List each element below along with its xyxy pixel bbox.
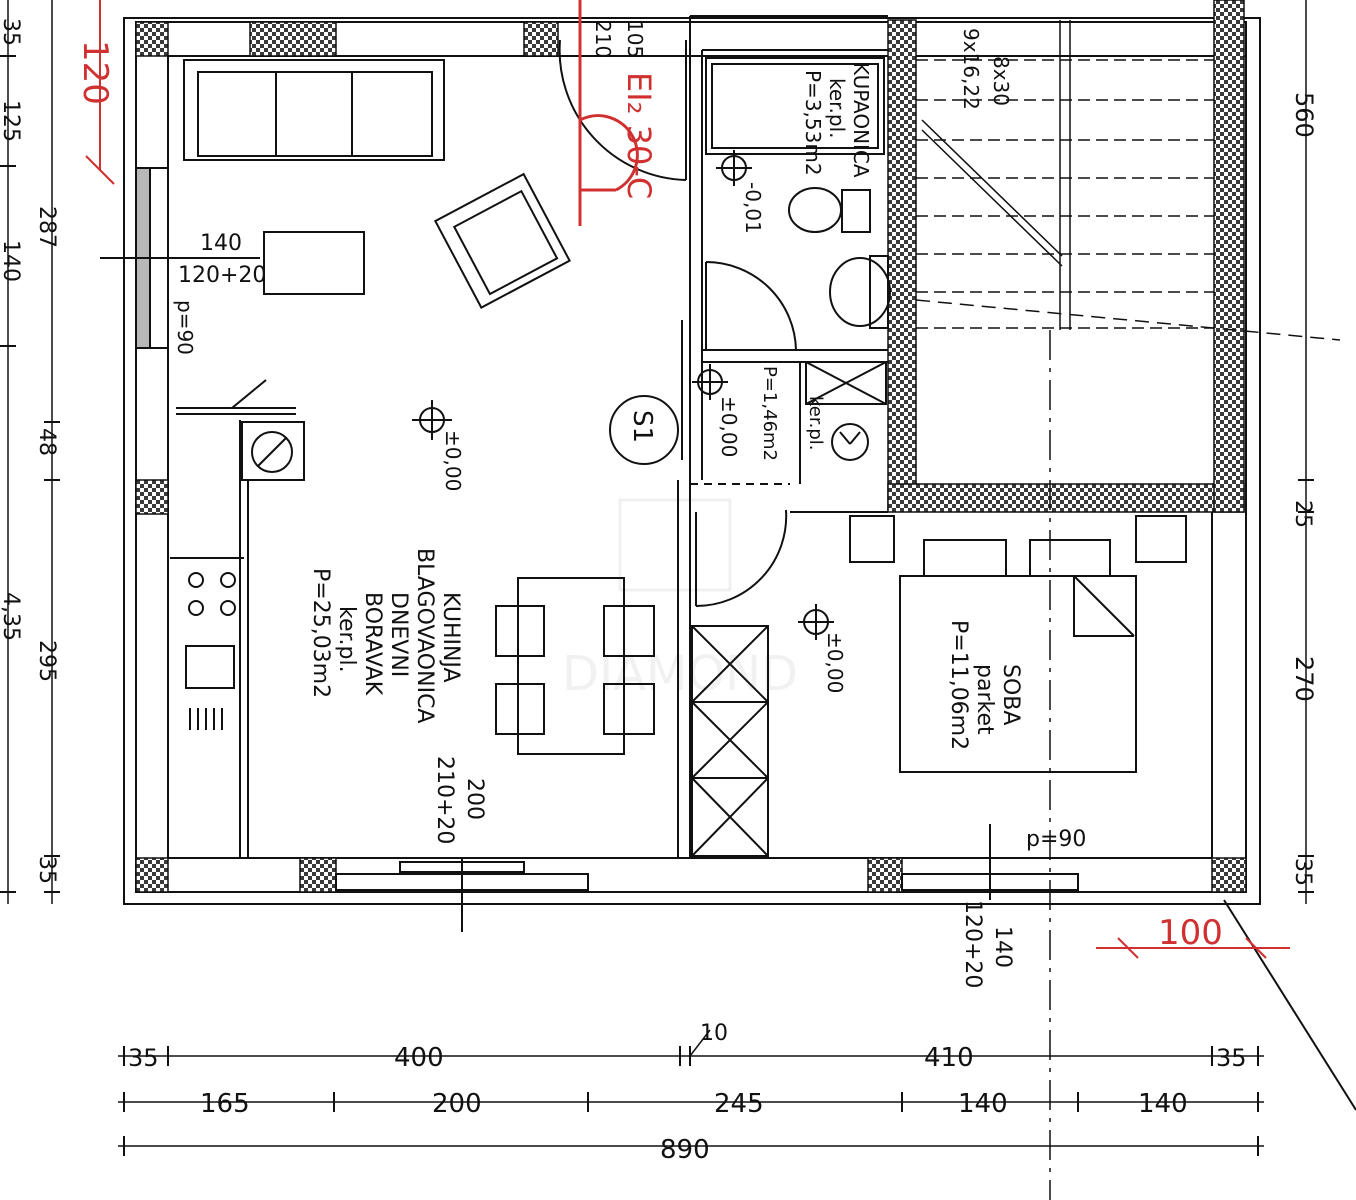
room-area-line: P=11,06m2 — [946, 620, 971, 750]
dim-left-inner: 287 — [34, 206, 59, 248]
dimension-lines — [0, 0, 1314, 1156]
dim-left-outer: 4,35 — [0, 592, 23, 641]
window-right-width: 140 — [990, 926, 1015, 968]
dim-bottom-row2: 140 — [958, 1089, 1008, 1119]
room-name-line: SOBA — [998, 664, 1023, 725]
room-name-line: BORAVAK — [360, 592, 385, 696]
dim-bottom-row2: 245 — [714, 1089, 764, 1119]
level-bedroom: ±0,00 — [823, 632, 847, 693]
window-bottom-height: 210+20 — [432, 756, 457, 844]
bedroom-label: SOBA parket P=11,06m2 — [946, 620, 1023, 750]
room-name-line: BLAGOVAONICA — [412, 548, 437, 723]
dim-right: 270 — [1290, 656, 1318, 702]
window-left-height: 120+20 — [178, 263, 266, 288]
watermark-logo: DIAMOND — [562, 498, 798, 702]
dim-right: 35 — [1290, 858, 1315, 886]
living-furniture — [176, 59, 571, 481]
room-area-line: P=1,46m2 — [759, 366, 780, 461]
entry-door — [558, 39, 687, 460]
window-right-height: 120+20 — [960, 900, 985, 988]
utility-room — [805, 361, 887, 461]
dim-bottom-total: 890 — [660, 1135, 710, 1165]
room-area-line: P=3,53m2 — [801, 70, 825, 176]
door-width-label: 105 — [623, 20, 647, 58]
stairs-rise: 9x16,22 — [959, 28, 983, 110]
dim-left-outer: 140 — [0, 240, 23, 282]
room-floor-line: parket — [972, 664, 997, 735]
room-name-line: KUHINJA — [438, 592, 463, 683]
dim-bottom-row2: 140 — [1138, 1089, 1188, 1119]
red-dim-right: 100 — [1158, 913, 1223, 953]
red-dimension-marks — [85, 0, 1290, 959]
level-living: ±0,00 — [441, 430, 465, 491]
door-leaf-left: p=90 — [173, 300, 197, 355]
dim-bottom-row1: 35 — [128, 1044, 159, 1072]
svg-text:DIAMOND: DIAMOND — [562, 646, 798, 702]
level-markers — [412, 150, 834, 640]
section-marker: S1 — [627, 410, 657, 443]
dim-10: 10 — [700, 1021, 728, 1046]
dim-bottom-row1: 35 — [1216, 1044, 1247, 1072]
dim-left-outer: 125 — [0, 100, 23, 142]
dim-bottom-row2: 165 — [200, 1089, 250, 1119]
living-room-label: KUHINJA BLAGOVAONICA DNEVNI BORAVAK ker.… — [308, 548, 463, 723]
room-name-line: KUPAONICA — [849, 62, 873, 178]
stairs-steps: 8x30 — [989, 56, 1013, 106]
room-area-line: P=25,03m2 — [308, 568, 333, 698]
window-bottom-width: 200 — [462, 778, 487, 820]
fire-door-mark — [578, 0, 639, 226]
dim-left-inner: 48 — [34, 428, 59, 456]
room-floor-line: ker.pl. — [334, 606, 359, 673]
interior-walls — [239, 15, 888, 858]
fire-door-label: EI₂ 30-C — [620, 72, 658, 199]
kitchen-counter — [170, 557, 244, 730]
bathroom-label: KUPAONICA ker.pl. P=3,53m2 — [801, 62, 873, 178]
dim-right: 560 — [1290, 92, 1318, 138]
room-floor-line: ker.pl. — [805, 396, 826, 450]
bottom-openings — [335, 824, 1356, 1111]
room-name-line: DNEVNI — [386, 592, 411, 677]
door-height-label: 210 — [591, 20, 615, 58]
dim-left-outer: 35 — [0, 18, 23, 46]
utility-label: ker.pl. P=1,46m2 — [759, 366, 826, 461]
dining-table — [495, 577, 655, 755]
hatched-columns — [135, 0, 1247, 893]
dim-bottom-row2: 200 — [432, 1089, 482, 1119]
dim-bottom-row1: 410 — [924, 1043, 974, 1073]
door-leaf-right: p=90 — [1026, 827, 1086, 852]
bedroom-bed — [849, 515, 1187, 773]
dim-left-inner: 35 — [34, 856, 59, 884]
bathroom-fixtures — [705, 57, 891, 351]
level-hall: ±0,00 — [717, 396, 741, 457]
room-floor-line: ker.pl. — [825, 78, 849, 139]
window-left — [100, 167, 260, 349]
red-dim-top: 120 — [75, 40, 115, 105]
dim-right: 25 — [1290, 500, 1315, 528]
level-bathroom: -0,01 — [741, 182, 765, 234]
wardrobe — [690, 483, 790, 857]
window-left-width: 140 — [200, 231, 242, 256]
staircase — [915, 20, 1341, 1200]
dim-left-inner: 295 — [34, 640, 59, 682]
dim-bottom-row1: 400 — [394, 1043, 444, 1073]
